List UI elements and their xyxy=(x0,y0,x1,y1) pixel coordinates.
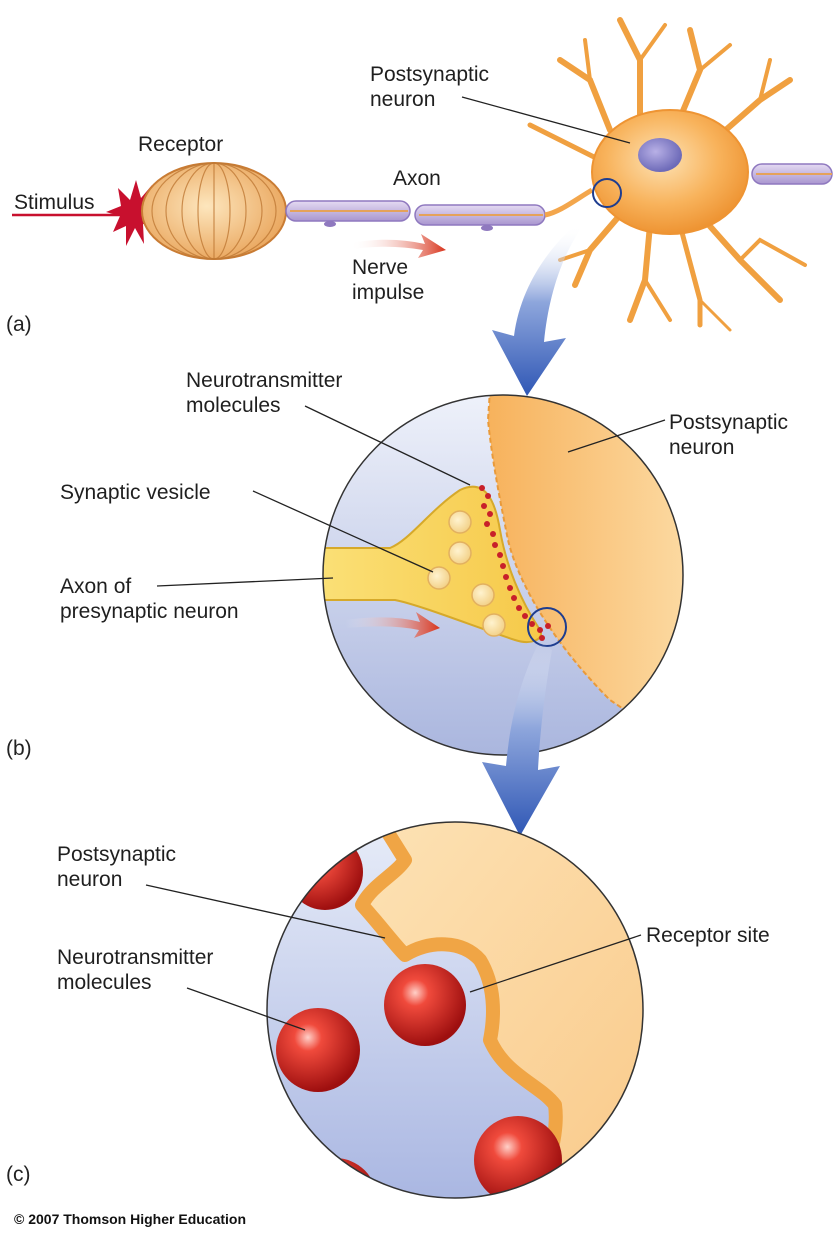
neurotransmitter-molecules-label-c: Neurotransmitter molecules xyxy=(57,945,213,995)
zoom-arrow-a-to-b xyxy=(492,225,580,396)
receptor-label: Receptor xyxy=(138,132,223,157)
panel-b xyxy=(157,380,700,760)
stimulus-label: Stimulus xyxy=(14,190,95,215)
neurotransmitter-molecules-label-b: Neurotransmitter molecules xyxy=(186,368,342,418)
neuron-soma xyxy=(592,110,748,234)
copyright-text: © 2007 Thomson Higher Education xyxy=(14,1210,246,1228)
postsynaptic-neuron-label-a: Postsynaptic neuron xyxy=(370,62,489,112)
receptor-organ xyxy=(142,163,286,259)
neuron-nucleus xyxy=(638,138,682,172)
postsynaptic-neuron-label-c: Postsynaptic neuron xyxy=(57,842,176,892)
axon xyxy=(286,190,592,231)
nerve-impulse-label: Nerve impulse xyxy=(352,255,424,305)
panel-c xyxy=(146,800,700,1236)
panel-a-label: (a) xyxy=(6,312,32,337)
receptor-site-label: Receptor site xyxy=(646,923,770,948)
postsynaptic-neuron-label-b: Postsynaptic neuron xyxy=(669,410,788,460)
synaptic-vesicle-label: Synaptic vesicle xyxy=(60,480,211,505)
panel-b-label: (b) xyxy=(6,736,32,761)
axon-presynaptic-label: Axon of presynaptic neuron xyxy=(60,574,239,624)
axon-label: Axon xyxy=(393,166,441,191)
panel-c-label: (c) xyxy=(6,1162,31,1187)
